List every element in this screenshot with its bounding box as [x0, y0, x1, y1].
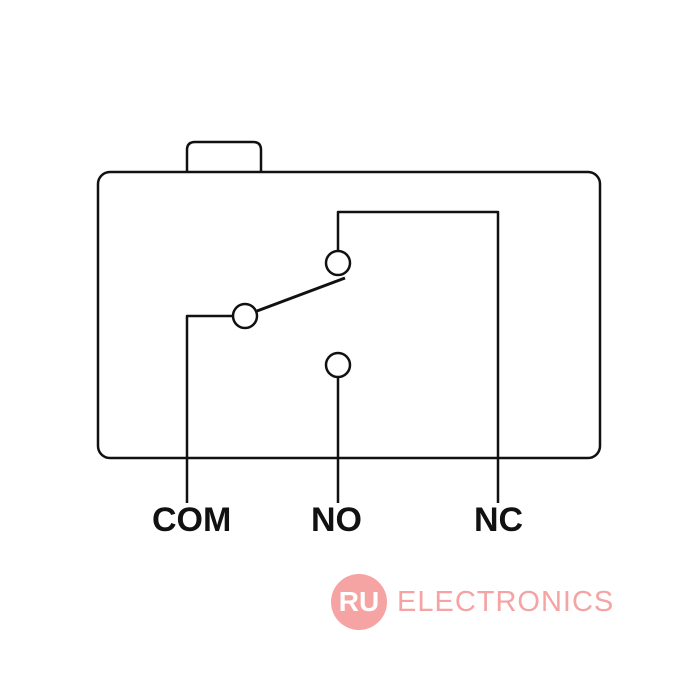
no-terminal-label: NO: [311, 501, 362, 539]
switch-housing: [96, 170, 602, 460]
nc-contact: [324, 249, 352, 277]
watermark-logo: RU ELECTRONICS: [331, 574, 614, 630]
actuator-tab: [185, 140, 263, 172]
no-contact: [324, 351, 352, 379]
com-contact: [231, 302, 259, 330]
watermark-badge: RU: [331, 574, 387, 630]
com-lead: [185, 314, 232, 503]
watermark-text: ELECTRONICS: [397, 585, 615, 618]
nc-terminal-label: NC: [474, 501, 524, 539]
switch-lever: [256, 276, 346, 313]
com-terminal-label: COM: [152, 501, 232, 539]
nc-lead: [336, 210, 500, 503]
